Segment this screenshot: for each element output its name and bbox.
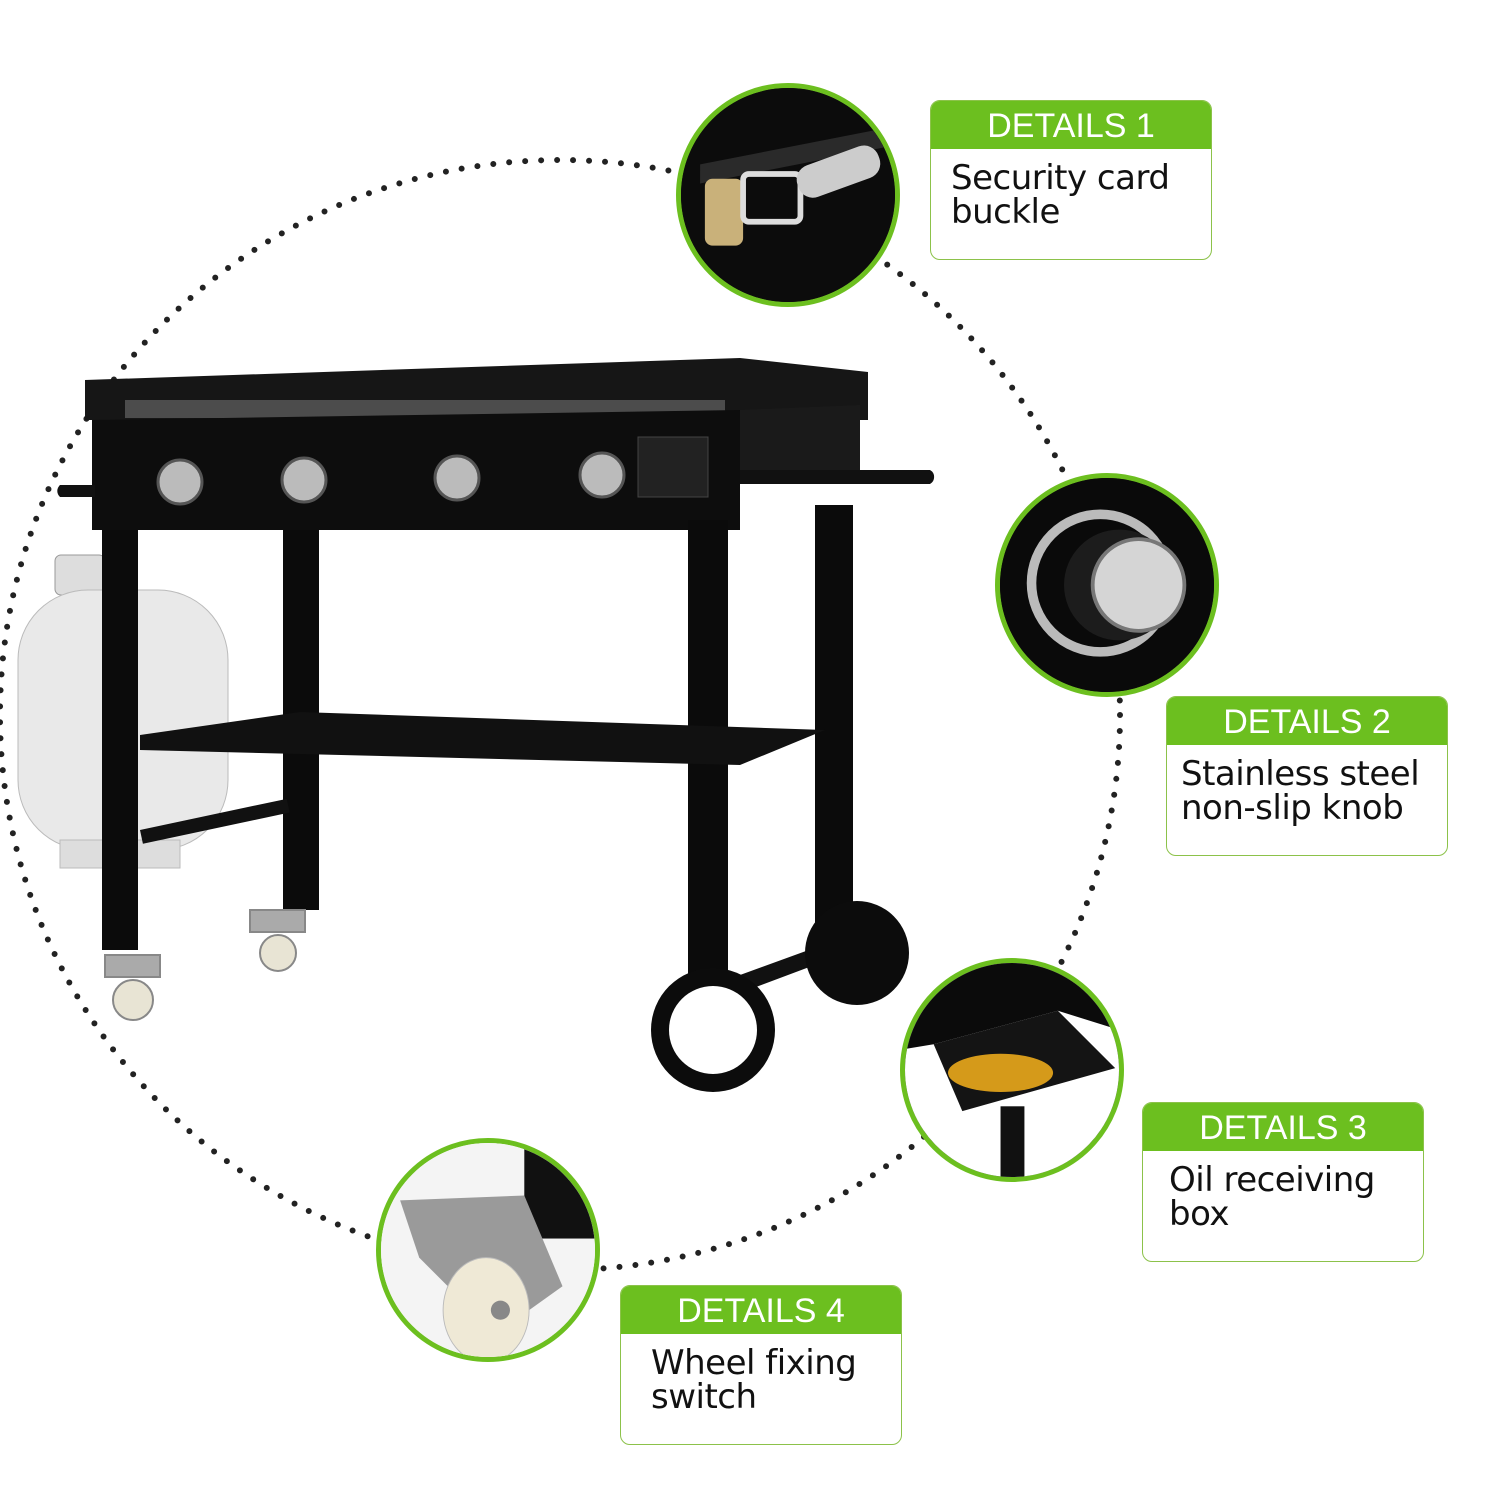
- detail-text-line: switch: [651, 1377, 757, 1417]
- detail-heading: DETAILS 1: [931, 101, 1211, 149]
- detail-heading: DETAILS 2: [1167, 697, 1447, 745]
- oil-box-closeup-icon: [900, 958, 1124, 1182]
- knob-closeup-icon: [995, 473, 1219, 697]
- detail-text-line: Stainless steel: [1181, 754, 1420, 794]
- detail-text-line: Wheel fixing: [651, 1343, 857, 1383]
- detail-text-line: box: [1169, 1194, 1229, 1234]
- detail-text-line: Security card: [951, 158, 1170, 198]
- detail-text-line: Oil receiving: [1169, 1160, 1375, 1200]
- buckle-closeup-icon: [676, 83, 900, 307]
- detail-text-line: non-slip knob: [1181, 788, 1404, 828]
- detail-heading: DETAILS 4: [621, 1286, 901, 1334]
- detail-heading: DETAILS 3: [1143, 1103, 1423, 1151]
- detail-text-line: buckle: [951, 192, 1060, 232]
- caster-wheel-closeup-icon: [376, 1138, 600, 1362]
